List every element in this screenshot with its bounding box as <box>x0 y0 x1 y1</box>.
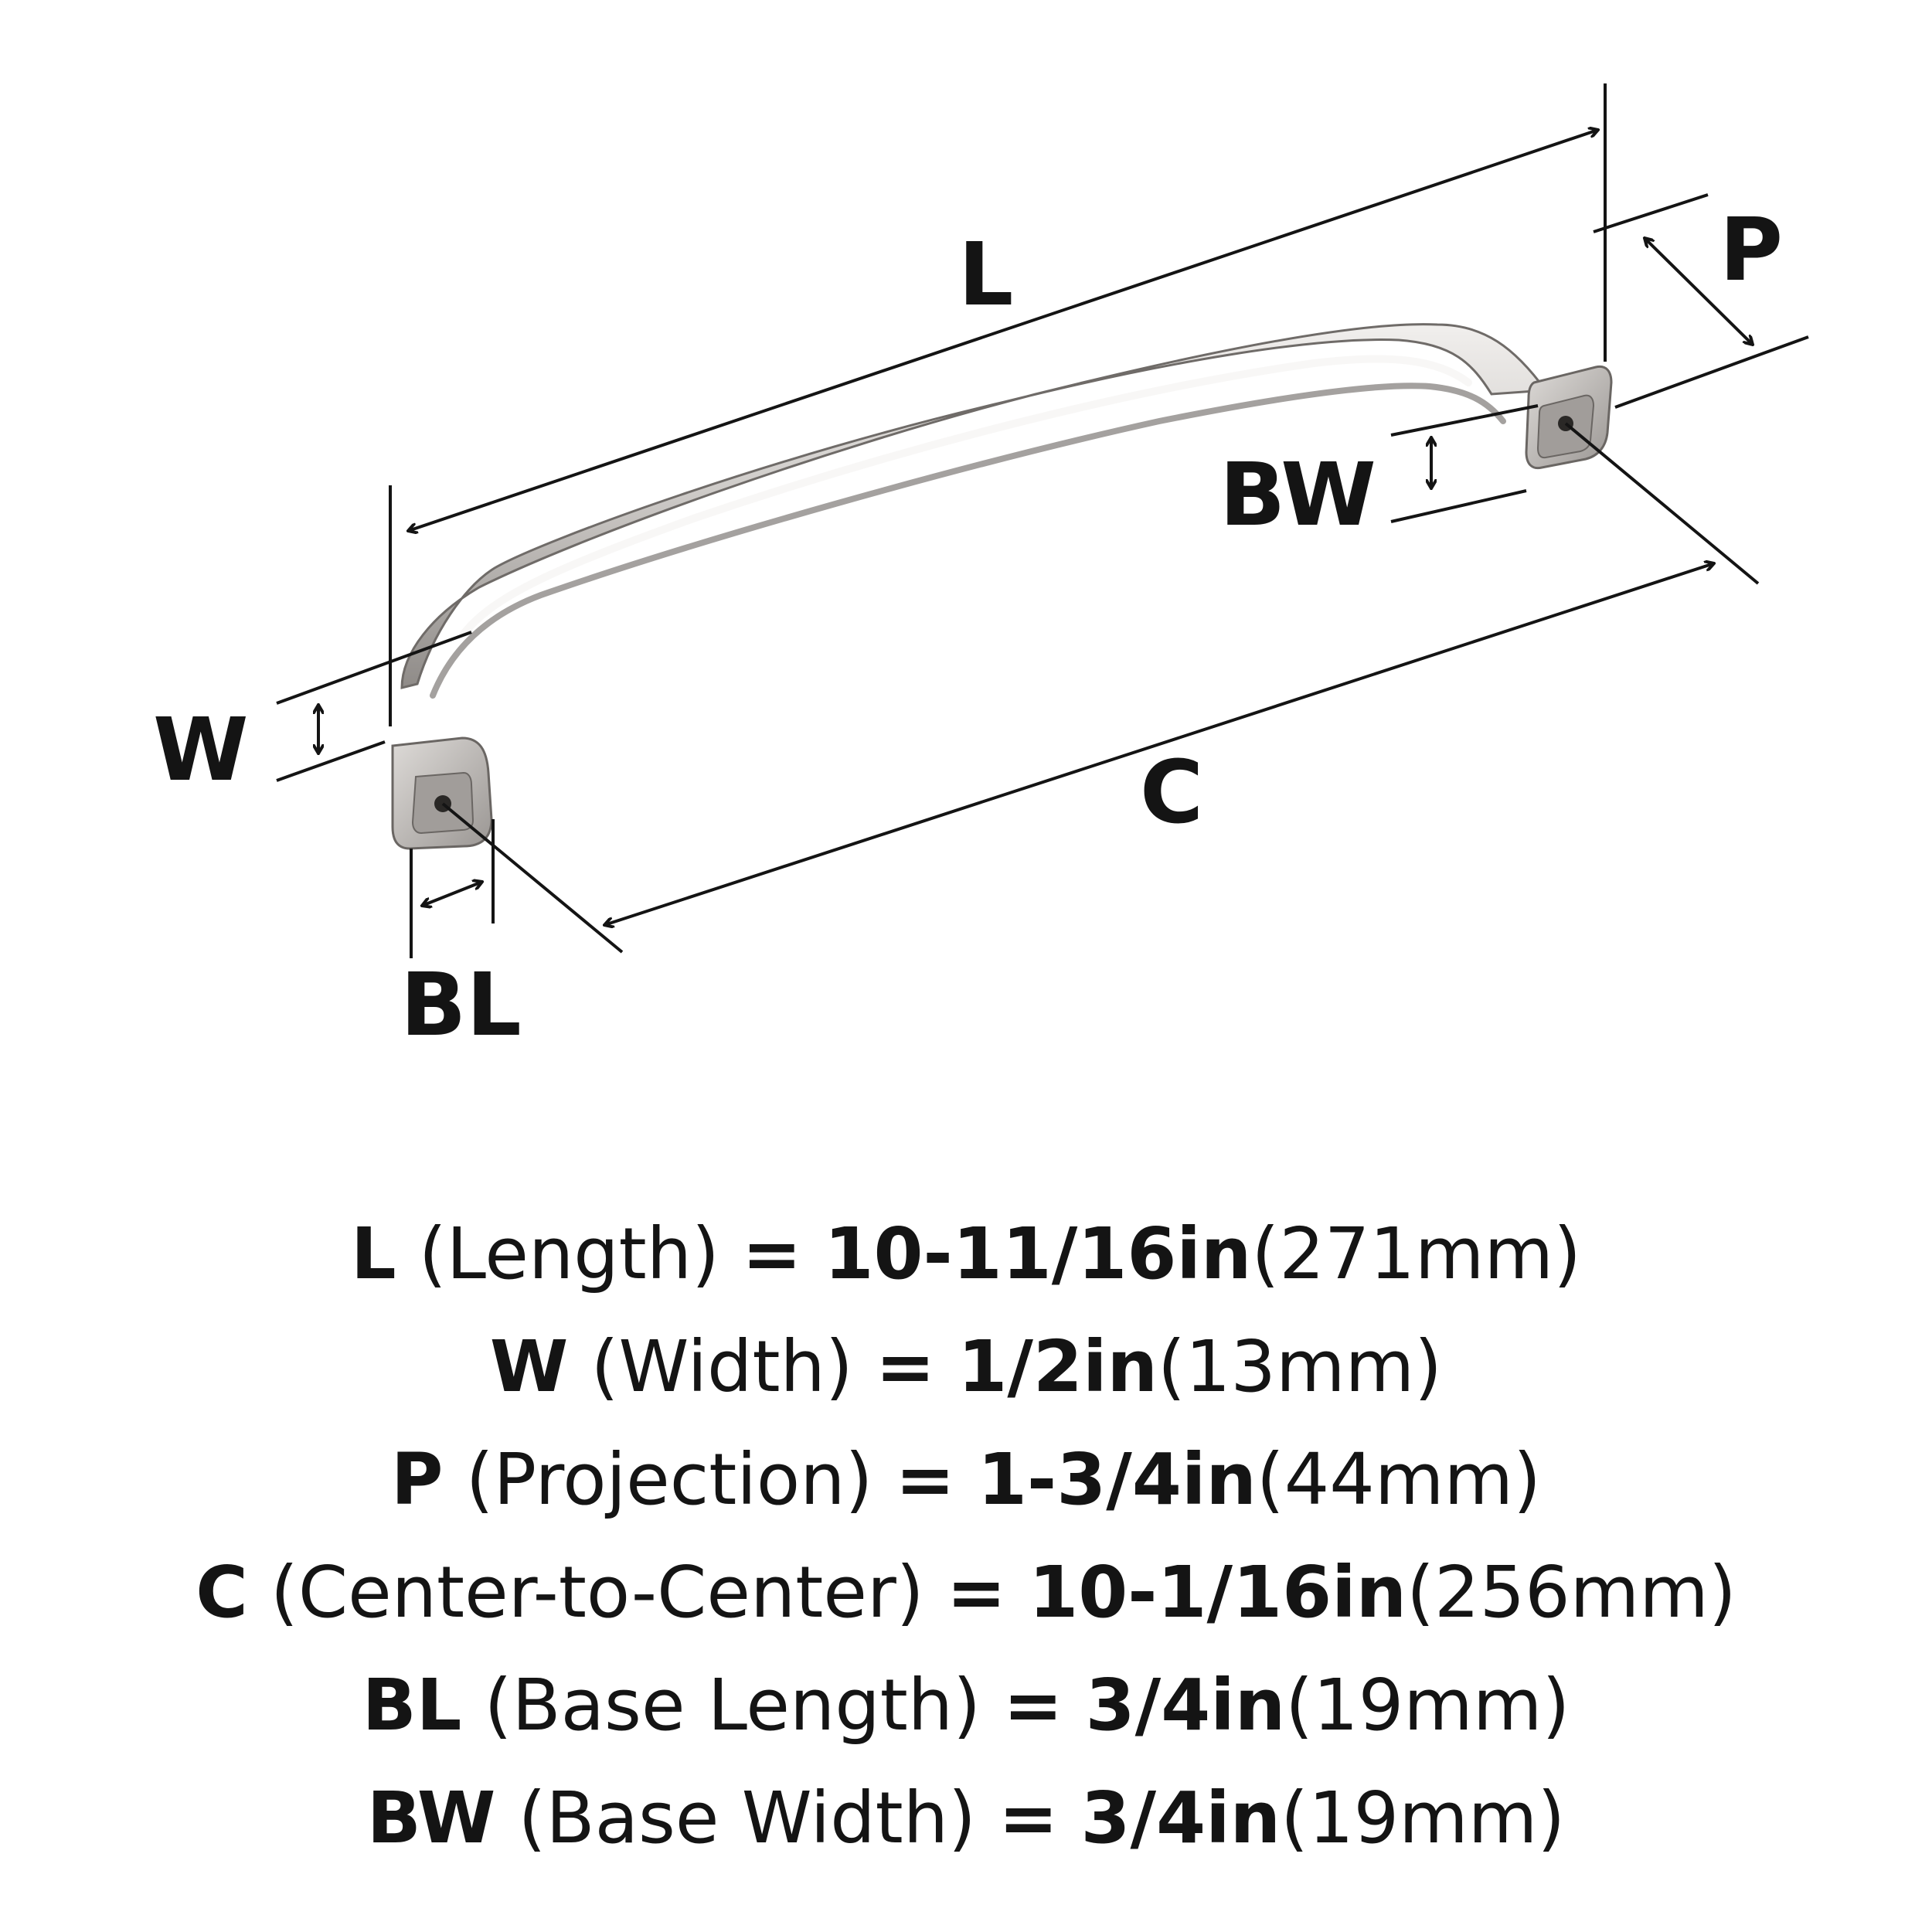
BL-dimension-arrow <box>422 882 482 906</box>
P-extension-top <box>1593 193 1709 233</box>
spec-row-base-width: BW (Base Width) = 3/4in(19mm) <box>0 1762 1932 1875</box>
spec-name: (Width) <box>590 1325 853 1408</box>
L-dimension-arrow <box>408 130 1598 531</box>
spec-row-base-length: BL (Base Length) = 3/4in(19mm) <box>0 1649 1932 1762</box>
spec-metric: (44mm) <box>1256 1438 1541 1521</box>
spec-symbol: L <box>350 1213 396 1295</box>
spec-equals: = <box>1003 1664 1063 1747</box>
spec-metric: (256mm) <box>1406 1551 1736 1634</box>
spec-imperial: 1/2in <box>957 1325 1158 1408</box>
spec-equals: = <box>742 1213 802 1295</box>
spec-imperial: 3/4in <box>1080 1777 1281 1859</box>
spec-name: (Center-to-Center) <box>270 1551 924 1634</box>
dimension-spec-list: L (Length) = 10-11/16in(271mm) W (Width)… <box>0 1198 1932 1875</box>
spec-imperial: 3/4in <box>1085 1664 1286 1747</box>
P-extension-bottom <box>1614 335 1809 409</box>
spec-symbol: W <box>489 1325 569 1408</box>
spec-name: (Base Width) <box>518 1777 976 1859</box>
W-extension-bottom <box>276 740 386 782</box>
spec-imperial: 1-3/4in <box>978 1438 1257 1521</box>
spec-imperial: 10-11/16in <box>824 1213 1252 1295</box>
spec-equals: = <box>875 1325 936 1408</box>
label-P: P <box>1719 200 1784 301</box>
label-BL: BL <box>400 955 522 1056</box>
spec-equals: = <box>946 1551 1006 1634</box>
spec-metric: (271mm) <box>1251 1213 1582 1295</box>
spec-symbol: C <box>196 1551 248 1634</box>
spec-symbol: BW <box>366 1777 496 1859</box>
spec-symbol: BL <box>362 1664 462 1747</box>
P-dimension-arrow <box>1645 238 1753 345</box>
spec-name: (Length) <box>418 1213 719 1295</box>
spec-row-projection: P (Projection) = 1-3/4in(44mm) <box>0 1423 1932 1536</box>
spec-metric: (19mm) <box>1281 1777 1566 1859</box>
BW-extension-top <box>1390 404 1539 437</box>
label-L: L <box>958 225 1014 325</box>
spec-row-length: L (Length) = 10-11/16in(271mm) <box>0 1198 1932 1311</box>
label-BW: BW <box>1219 445 1376 546</box>
spec-equals: = <box>998 1777 1059 1859</box>
spec-name: (Projection) <box>465 1438 873 1521</box>
cabinet-pull-illustration <box>391 323 1613 850</box>
dimension-lines <box>276 83 1809 958</box>
C-centerline-right <box>1564 422 1760 585</box>
label-C: C <box>1140 743 1204 843</box>
spec-imperial: 10-1/16in <box>1029 1551 1407 1634</box>
spec-equals: = <box>895 1438 955 1521</box>
spec-row-center-to-center: C (Center-to-Center) = 10-1/16in(256mm) <box>0 1536 1932 1649</box>
label-W: W <box>153 700 249 801</box>
spec-name: (Base Length) <box>484 1664 981 1747</box>
W-extension-top <box>276 631 472 705</box>
spec-metric: (13mm) <box>1157 1325 1443 1408</box>
C-dimension-arrow <box>604 563 1714 925</box>
BW-extension-bottom <box>1390 489 1527 523</box>
spec-symbol: P <box>391 1438 444 1521</box>
spec-metric: (19mm) <box>1285 1664 1570 1747</box>
spec-row-width: W (Width) = 1/2in(13mm) <box>0 1311 1932 1423</box>
C-centerline-left <box>441 802 624 954</box>
